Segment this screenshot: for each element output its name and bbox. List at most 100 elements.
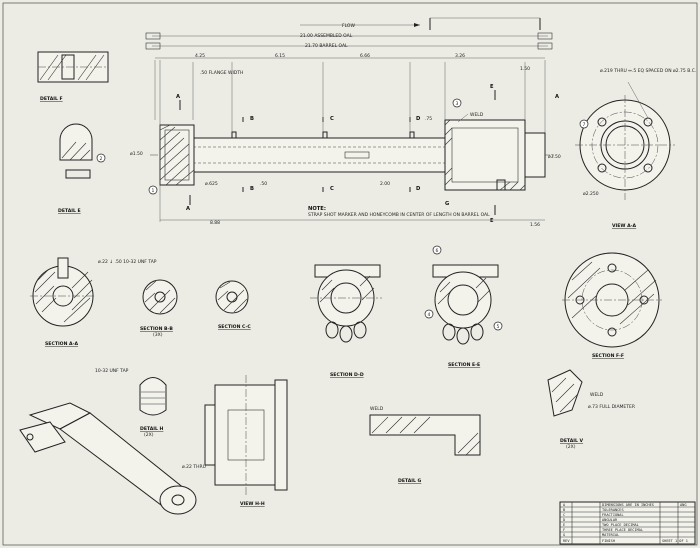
tb-row-2-text: TOLERANCES xyxy=(602,508,624,512)
main-elevation-view: B B C C D D A A E E A G .50 FLANGE WIDTH… xyxy=(130,60,561,228)
detail-h-scale: (2X) xyxy=(144,432,154,438)
od-main: ø1.50 xyxy=(130,151,143,157)
cut-letter-d-bottom: D xyxy=(416,186,421,192)
flow-indicator: FLOW xyxy=(300,23,420,29)
section-dd-label: SECTION D-D xyxy=(330,372,364,378)
tb-row-7-id: G xyxy=(563,533,565,537)
barrel-body xyxy=(192,137,446,173)
dim-a: 8.88 xyxy=(210,220,220,226)
dim-b: .50 xyxy=(260,181,267,187)
balloon-2 xyxy=(96,153,106,163)
section-cc: SECTION C-C xyxy=(215,280,251,330)
assembled-oal: 21.00 ASSEMBLED OAL xyxy=(300,33,353,39)
section-ee-label: SECTION E-E xyxy=(448,362,480,368)
dim-top-2: 6.15 xyxy=(275,53,285,59)
dim-top-1: 4.25 xyxy=(195,53,205,59)
id-bore: ø.625 xyxy=(205,181,218,187)
balloon-3-label: 3 xyxy=(456,101,459,107)
view-hh: ø.22 THRU VIEW H-H xyxy=(182,375,288,507)
detail-f: DETAIL F xyxy=(37,51,109,102)
detail-v: WELD ø.73 FULL DIAMETER DETAIL V (2X) xyxy=(547,369,635,450)
dim-f: ø2.250 xyxy=(583,191,599,197)
tb-row-2-id: B xyxy=(563,508,565,512)
dim-d: 1.56 xyxy=(530,222,540,228)
detail-v-scale: (2X) xyxy=(566,444,576,450)
weld-callout-1: WELD xyxy=(470,112,484,118)
balloon-5-label: 5 xyxy=(497,324,500,330)
detail-f-label: DETAIL F xyxy=(40,96,63,102)
balloon-7-label: 7 xyxy=(583,122,586,128)
section-cc-label: SECTION C-C xyxy=(218,324,251,330)
balloon-6 xyxy=(432,245,442,255)
view-aa: ø.219 THRU ↔.5 EQ SPACED ON ø2.75 B.C. ø… xyxy=(575,68,696,229)
note-title: NOTE: xyxy=(308,206,326,212)
tb-footer-left: REV xyxy=(563,539,570,543)
cut-letter-d-top: D xyxy=(416,116,421,122)
detail-g: WELD DETAIL G xyxy=(369,406,481,484)
balloon-6-label: 6 xyxy=(436,248,439,254)
cut-letter-e-top: E xyxy=(490,84,494,90)
full-dia-note: ø.73 FULL DIAMETER xyxy=(588,404,635,410)
tb-row-5-text: TWO PLACE DECIMAL xyxy=(602,523,639,527)
view-letter-a: A xyxy=(555,94,559,100)
section-ee: 6 4 5 SECTION E-E xyxy=(424,245,503,368)
section-ff-label: SECTION F-F xyxy=(592,353,624,359)
view-hh-label: VIEW H-H xyxy=(240,501,265,507)
balloon-1 xyxy=(148,185,158,195)
tb-row-7-text: MATERIAL xyxy=(602,533,619,537)
weld-callout-2: WELD xyxy=(370,406,384,412)
detail-g-label: DETAIL G xyxy=(398,478,422,484)
balloon-3 xyxy=(452,98,462,108)
tb-row-3-id: C xyxy=(563,513,565,517)
section-aa: SECTION A-A ø.22 ↓ .50 10-32 UNF TAP xyxy=(30,257,157,347)
drill-tap-note: 10-32 UNF TAP xyxy=(95,368,129,374)
cut-letter-c-bottom: C xyxy=(330,186,334,192)
tb-row-5-id: E xyxy=(563,523,565,527)
balloon-5 xyxy=(493,321,503,331)
cut-letter-a-top: A xyxy=(176,94,180,100)
detail-h: 10-32 UNF TAP DETAIL H (2X) xyxy=(95,368,167,438)
detail-letter-g: G xyxy=(445,201,449,207)
tb-row-6-text: THREE PLACE DECIMAL xyxy=(602,528,643,532)
cut-letter-c-top: C xyxy=(330,116,334,122)
title-block: A DIMENSIONS ARE IN INCHES ANG B TOLERAN… xyxy=(559,501,696,545)
dim-top-4: 3.26 xyxy=(455,53,465,59)
tap-hole-note: ø.22 ↓ .50 10-32 UNF TAP xyxy=(98,259,157,265)
tb-row-1-id: A xyxy=(563,503,566,507)
section-ff: SECTION F-F xyxy=(562,252,662,359)
balloon-4-label: 4 xyxy=(428,312,431,318)
thru-hole-note: ø.22 THRU xyxy=(182,464,206,470)
section-bb: SECTION B-B (3X) xyxy=(140,279,178,338)
tb-footer-right: SHEET 1 OF 1 xyxy=(662,539,688,543)
detail-h-label: DETAIL H xyxy=(140,426,164,432)
balloon-4 xyxy=(424,309,434,319)
flange-width-callout: .50 FLANGE WIDTH xyxy=(200,70,243,76)
detail-e: 2 DETAIL E xyxy=(58,123,106,214)
tb-row-8-text: FINISH xyxy=(602,539,615,543)
cut-letter-b-bottom: B xyxy=(250,186,254,192)
tb-row-1-text: DIMENSIONS ARE IN INCHES xyxy=(602,503,654,507)
flow-label: FLOW xyxy=(342,23,355,29)
balloon-2-label: 2 xyxy=(100,156,103,162)
tb-row-4-id: D xyxy=(563,518,565,522)
detail-e-label: DETAIL E xyxy=(58,208,81,214)
barrel-oal: 21.70 BARREL OAL xyxy=(305,43,348,49)
weld-v-note: WELD xyxy=(590,392,604,398)
detail-v-label: DETAIL V xyxy=(560,438,584,444)
section-bb-label: SECTION B-B xyxy=(140,326,173,332)
dim-top-3: 6.66 xyxy=(360,53,370,59)
tb-row-3-text: FRACTIONAL xyxy=(602,513,624,517)
tb-row-4-text: ANGULAR xyxy=(602,518,618,522)
cut-letter-b-top: B xyxy=(250,116,254,122)
section-aa-label: SECTION A-A xyxy=(45,341,78,347)
dim-e: .75 xyxy=(425,116,432,122)
right-weldment xyxy=(444,119,526,191)
balloon-1-label: 1 xyxy=(152,188,155,194)
tb-row-6-id: F xyxy=(563,528,565,532)
isometric-view xyxy=(19,402,197,515)
note-body: STRAP SHOT MARKER AND HONEYCOMB IN CENTE… xyxy=(308,212,490,218)
cut-letter-a-bottom: A xyxy=(186,206,190,212)
